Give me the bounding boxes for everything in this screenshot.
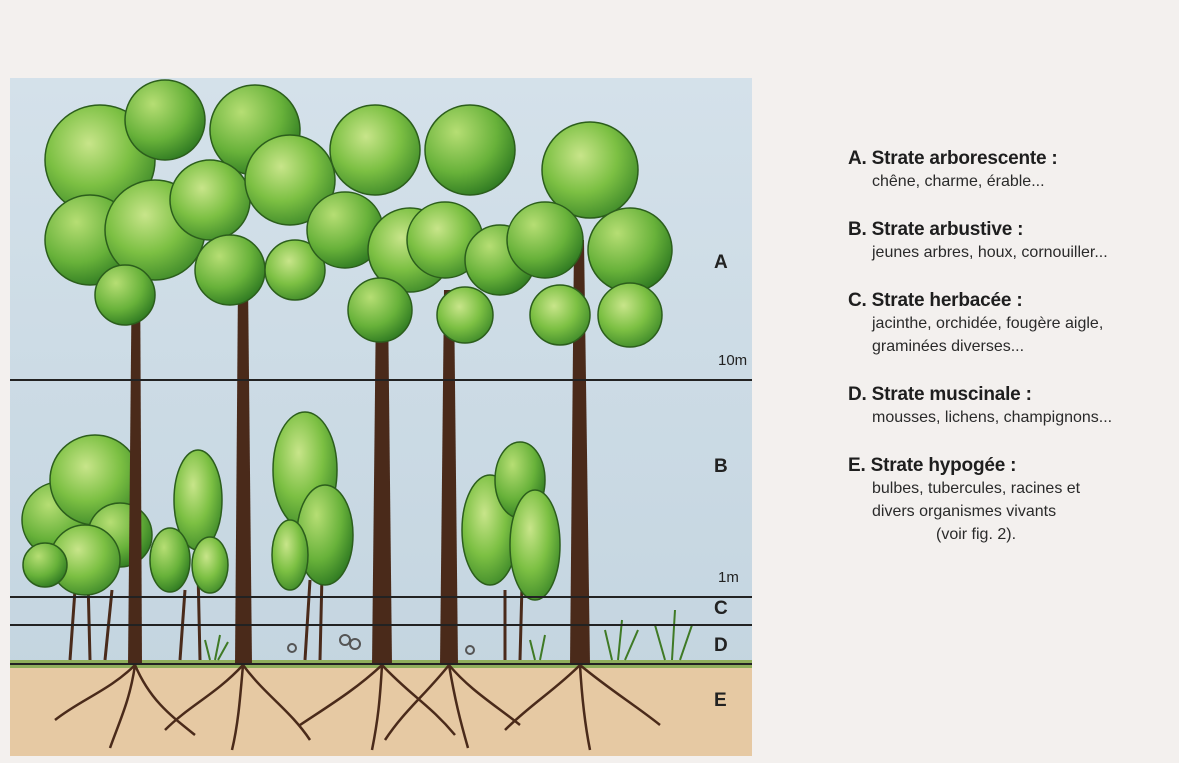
legend-item-d: D. Strate muscinale : mousses, lichens, … — [848, 384, 1176, 429]
legend-title: A. Strate arborescente : — [848, 148, 1176, 170]
stratum-letter-c: C — [714, 598, 728, 620]
legend-item-b: B. Strate arbustive : jeunes arbres, hou… — [848, 219, 1176, 264]
stratum-letter-a: A — [714, 252, 728, 274]
legend-description: jeunes arbres, houx, cornouiller... — [848, 241, 1176, 264]
legend-title: D. Strate muscinale : — [848, 384, 1176, 406]
legend-description: chêne, charme, érable... — [848, 170, 1176, 193]
legend-item-a: A. Strate arborescente : chêne, charme, … — [848, 148, 1176, 193]
legend-title: C. Strate herbacée : — [848, 290, 1176, 312]
height-marker-1m: 1m — [718, 569, 739, 586]
legend-item-e: E. Strate hypogée : bulbes, tubercules, … — [848, 455, 1176, 546]
stratum-letter-b: B — [714, 456, 728, 478]
legend-description: jacinthe, orchidée, fougère aigle, grami… — [848, 312, 1176, 358]
legend-title: B. Strate arbustive : — [848, 219, 1176, 241]
legend-description: mousses, lichens, champignons... — [848, 406, 1176, 429]
stratum-letter-d: D — [714, 635, 728, 657]
stratum-letter-e: E — [714, 690, 727, 712]
strata-legend: A. Strate arborescente : chêne, charme, … — [848, 148, 1176, 572]
legend-title: E. Strate hypogée : — [848, 455, 1176, 477]
height-marker-10m: 10m — [718, 352, 747, 369]
legend-item-c: C. Strate herbacée : jacinthe, orchidée,… — [848, 290, 1176, 358]
